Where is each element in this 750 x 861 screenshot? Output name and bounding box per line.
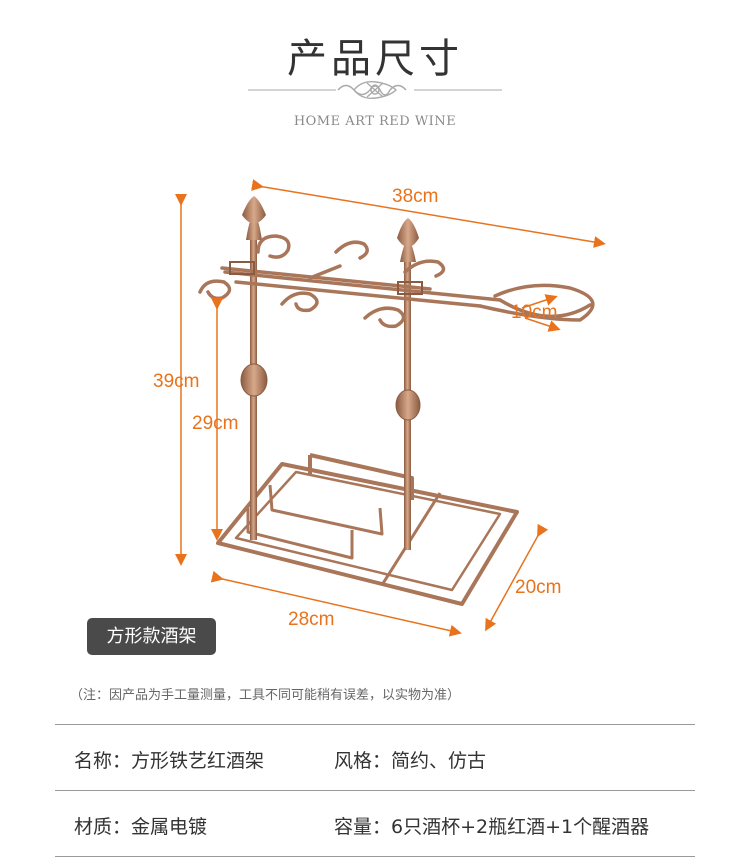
spec-style-label: 风格：: [334, 750, 392, 772]
spec-name: 名称：方形铁艺红酒架: [74, 746, 264, 773]
spec-style: 风格：简约、仿古: [334, 746, 486, 773]
spec-capacity-label: 容量：: [334, 816, 392, 838]
spec-capacity: 容量：6只酒杯+2瓶红酒+1个醒酒器: [334, 812, 649, 839]
dim-base-length: 28cm: [288, 609, 335, 630]
dim-height-total: 39cm: [153, 371, 200, 392]
measurement-note: （注：因产品为手工量测量，工具不同可能稍有误差，以实物为准）: [70, 688, 461, 703]
spec-material-value: 金属电镀: [131, 816, 208, 838]
page-subtitle: HOME ART RED WINE: [293, 114, 457, 129]
spec-style-value: 简约、仿古: [391, 750, 487, 772]
product-type-badge: 方形款酒架: [87, 618, 216, 655]
divider-top: [55, 724, 695, 725]
spec-name-value: 方形铁艺红酒架: [131, 750, 265, 772]
spec-capacity-value: 6只酒杯+2瓶红酒+1个醒酒器: [391, 816, 650, 838]
spec-name-label: 名称：: [74, 750, 132, 772]
dim-height-inner: 29cm: [192, 413, 239, 434]
dim-length-top: 38cm: [392, 186, 439, 207]
dim-base-width: 20cm: [515, 577, 562, 598]
spec-material-label: 材质：: [74, 816, 132, 838]
page-title: 产品尺寸: [287, 36, 463, 82]
spec-material: 材质：金属电镀: [74, 812, 207, 839]
divider-bottom: [55, 856, 695, 857]
knot-ornament-icon: [248, 80, 502, 100]
dim-ring-diameter: 10cm: [511, 302, 558, 323]
divider-middle: [55, 790, 695, 791]
